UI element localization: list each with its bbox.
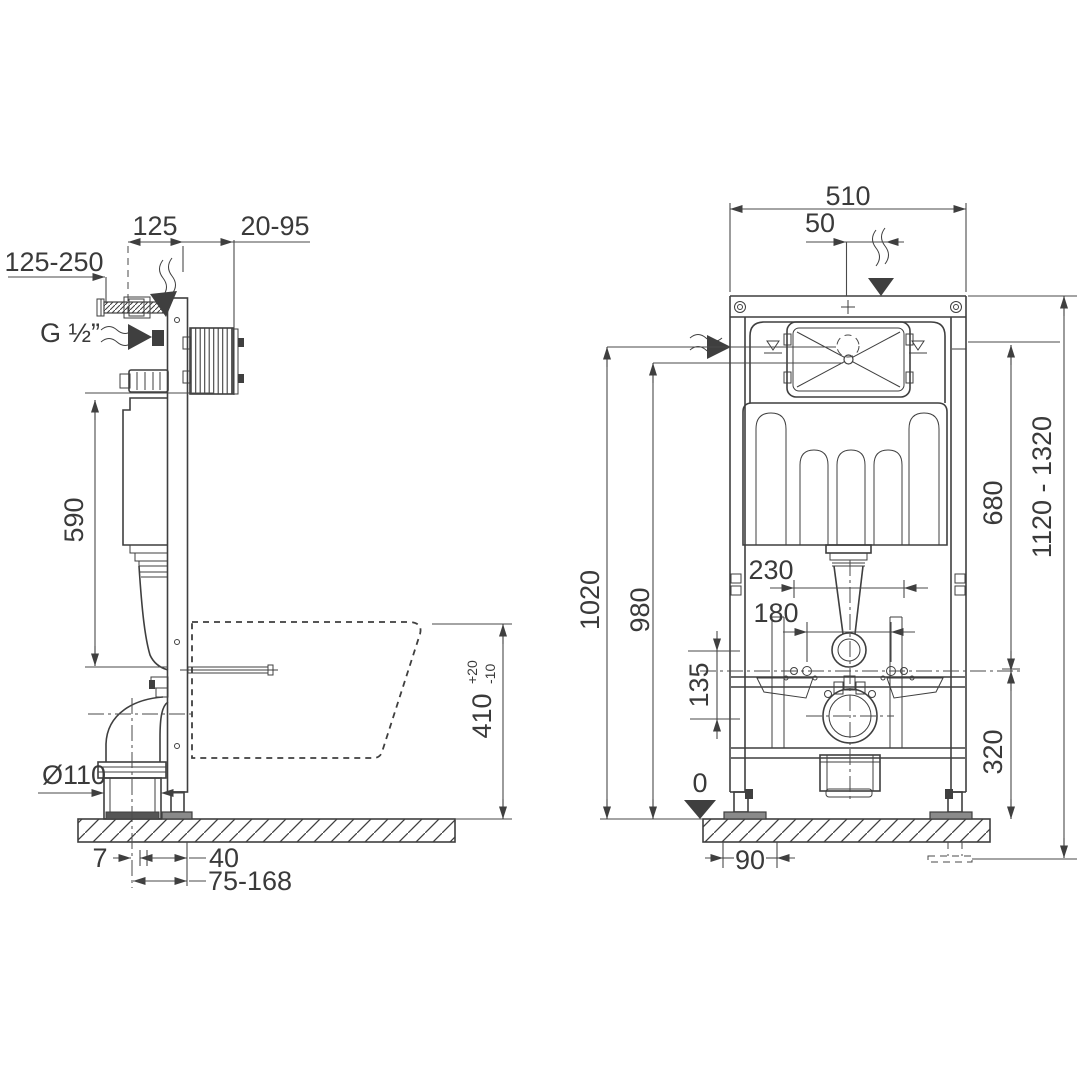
threaded-sleeve — [182, 327, 244, 395]
dim-depth-40: 40 — [209, 843, 239, 873]
cistern-side — [122, 397, 169, 671]
dim-foot-offset-90: 90 — [735, 845, 765, 875]
dim-panel-height-980: 980 — [625, 587, 655, 632]
dim-group-135: 135 — [684, 631, 740, 739]
dim-supply-range-125-250: 125-250 — [4, 247, 103, 277]
corner-bolt-icon — [734, 301, 746, 313]
flow-arrow-icon — [150, 291, 177, 317]
water-wave-icon — [881, 227, 889, 265]
dim-group-680-320: 680 320 — [968, 341, 1060, 819]
support-wings — [756, 677, 944, 699]
datum-zero-label: 0 — [692, 768, 707, 798]
dim-group-110: Ø110 — [38, 760, 184, 797]
dim-drain-diameter-110: Ø110 — [42, 760, 106, 790]
frame-post-side — [161, 297, 193, 820]
extended-foot-plate — [927, 855, 973, 863]
frame-front — [723, 295, 973, 863]
dim-outlet-height-320: 320 — [978, 729, 1008, 774]
wall-anchor-bolt — [96, 257, 177, 319]
dim-group-590: 590 — [59, 392, 213, 668]
water-wave-icon — [872, 229, 880, 267]
dim-410-tolerance-minus: -10 — [482, 664, 498, 684]
frame-rails — [731, 616, 965, 759]
dim-410-tolerance-plus: +20 — [464, 660, 480, 684]
label-thread-g12: G ½” — [40, 318, 100, 348]
dim-group-410: 410 +20 -10 — [432, 623, 512, 820]
dim-offset-125: 125 — [132, 211, 177, 241]
front-view: 510 50 1020 980 — [575, 181, 1077, 875]
flow-arrow-icon — [128, 324, 152, 350]
side-view: 125 20-95 125-250 G ½” 590 Ø110 — [4, 211, 512, 896]
dim-group-510-50: 510 50 — [729, 181, 967, 296]
drain-elbow — [97, 676, 169, 820]
dim-group-side-bottom: 7 40 75-168 — [92, 842, 292, 896]
fill-valve — [119, 369, 169, 393]
water-level-icon — [764, 340, 966, 354]
water-supply-connection — [100, 324, 164, 350]
dim-frame-width-510: 510 — [825, 181, 870, 211]
dim-frame-height-1120-1320: 1120 - 1320 — [1027, 416, 1057, 558]
access-window — [749, 321, 946, 403]
cistern-front — [742, 402, 948, 546]
dim-group-1020-980: 1020 980 — [575, 346, 843, 820]
dim-cistern-590: 590 — [59, 497, 89, 542]
dim-group-1120-1320: 1120 - 1320 — [968, 295, 1077, 860]
flush-pipe — [825, 544, 872, 668]
dim-range-75-168: 75-168 — [208, 866, 292, 896]
dim-rod-spacing-230: 230 — [748, 555, 793, 585]
flow-arrow-icon — [868, 278, 894, 296]
dim-bowl-height-410: 410 — [467, 693, 497, 738]
water-inlet-top — [868, 227, 894, 296]
datum-zero: 0 — [684, 768, 716, 819]
dim-rod-spacing-180: 180 — [753, 598, 798, 628]
dim-flush-bend-680: 680 — [978, 480, 1008, 525]
inlet-position-circle — [836, 334, 860, 358]
floor-hatch-front — [702, 818, 991, 843]
dim-inlet-offset-50: 50 — [805, 208, 835, 238]
dim-wall-range-20-95: 20-95 — [240, 211, 309, 241]
dim-offset-7: 7 — [92, 843, 107, 873]
corner-bolt-icon — [950, 301, 962, 313]
dim-supply-height-1020: 1020 — [575, 570, 605, 630]
datum-zero-icon — [684, 800, 716, 819]
toilet-bowl-outline — [191, 621, 422, 759]
dim-bend-to-outlet-135: 135 — [684, 662, 714, 707]
mounting-rod — [180, 664, 278, 676]
dim-group-230-180: 230 180 — [748, 555, 928, 662]
dim-group-90: 90 — [705, 842, 795, 875]
floor-hatch-side — [77, 818, 456, 843]
water-wave-icon — [168, 257, 176, 295]
water-wave-icon — [159, 259, 167, 297]
dim-group-side-top: 125 20-95 125-250 G ½” — [4, 211, 310, 395]
